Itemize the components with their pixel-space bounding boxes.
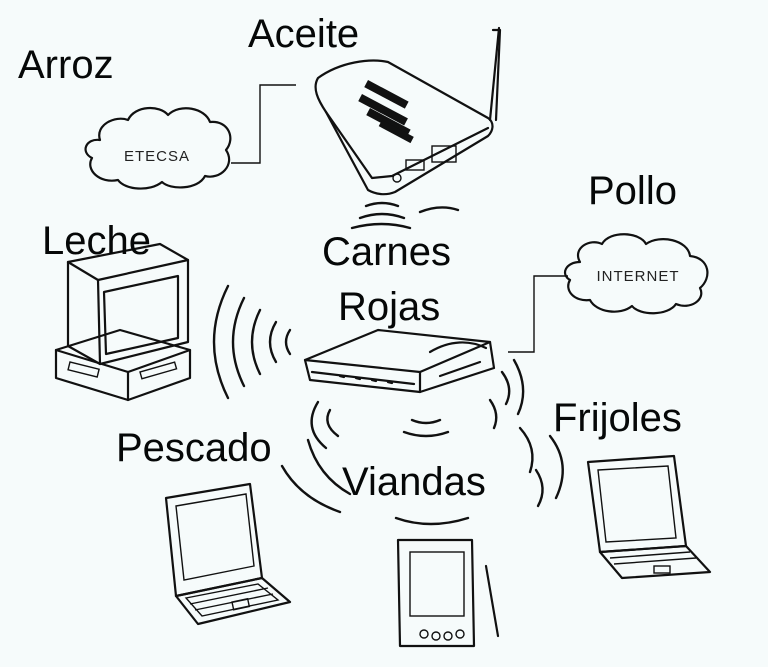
pda-icon [396, 538, 500, 648]
label-viandas: Viandas [342, 460, 486, 504]
etecsa-link-line [231, 84, 296, 164]
label-pollo: Pollo [588, 169, 677, 213]
router-icon [303, 328, 496, 394]
label-aceite: Aceite [248, 12, 360, 56]
label-arroz: Arroz [18, 43, 114, 87]
laptop-right-icon [586, 454, 712, 580]
label-carnes: Carnes [322, 230, 451, 274]
label-pescado: Pescado [116, 426, 272, 470]
etecsa-cloud-icon: ETECSA [84, 107, 232, 190]
internet-cloud-label: INTERNET [597, 268, 680, 285]
label-leche: Leche [42, 219, 151, 263]
internet-cloud-icon: INTERNET [563, 233, 709, 315]
internet-link-line [508, 275, 568, 353]
label-rojas: Rojas [338, 285, 441, 329]
desktop-computer-icon [54, 242, 192, 402]
laptop-left-icon [164, 482, 292, 626]
etecsa-cloud-label: ETECSA [124, 148, 190, 165]
label-frijoles: Frijoles [553, 396, 682, 440]
usb-modem-icon [314, 26, 502, 196]
wireless-waves-icon [212, 201, 564, 526]
